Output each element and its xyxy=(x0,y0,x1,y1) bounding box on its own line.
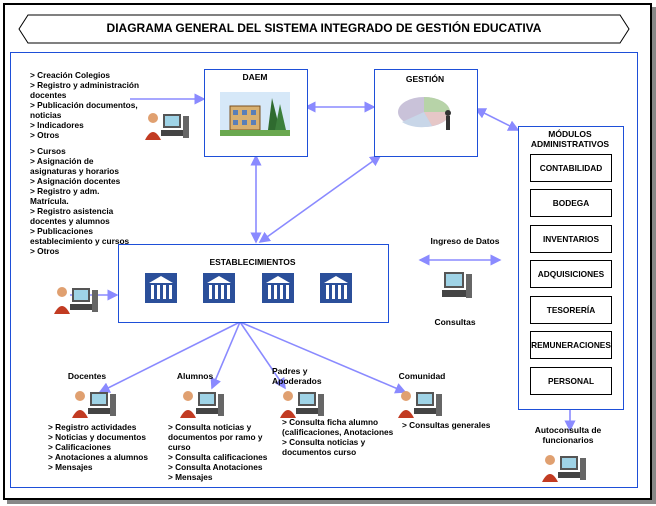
title-banner xyxy=(18,14,630,44)
school-icon xyxy=(145,273,177,303)
modulos-header: MÓDULOS ADMINISTRATIVOS xyxy=(530,129,610,149)
module-contabilidad: CONTABILIDAD xyxy=(530,154,612,182)
user-computer-icon xyxy=(542,455,586,482)
computer-icon xyxy=(442,272,472,298)
user-computer-icon xyxy=(280,391,324,418)
module-bodega: BODEGA xyxy=(530,189,612,217)
school-building-icon xyxy=(220,92,290,136)
user-computer-icon xyxy=(398,391,442,418)
gestion-label: GESTIÓN xyxy=(405,74,445,84)
user-computer-icon xyxy=(54,287,98,314)
ingreso-datos-label: Ingreso de Datos xyxy=(430,236,500,246)
user-computer-icon xyxy=(145,113,189,140)
school-icon xyxy=(203,273,235,303)
padres-label: Padres y Apoderados xyxy=(272,366,322,386)
comunidad-label: Comunidad xyxy=(398,371,446,381)
comunidad-list: > Consultas generales xyxy=(402,420,491,430)
school-icon xyxy=(320,273,352,303)
module-adquisiciones: ADQUISICIONES xyxy=(530,260,612,288)
user-computer-icon xyxy=(180,391,224,418)
establecimientos-functions-list: > Cursos> Asignación de asignaturas y ho… xyxy=(30,146,130,256)
consultas-label: Consultas xyxy=(434,317,476,327)
padres-list: > Consulta ficha alumno (calificaciones,… xyxy=(282,417,394,457)
daem-functions-list: > Creación Colegios> Registro y administ… xyxy=(30,70,140,140)
school-icon xyxy=(262,273,294,303)
system-boundary xyxy=(10,52,638,488)
autoconsulta-label: Autoconsulta de funcionarios xyxy=(534,425,602,445)
user-computer-icon xyxy=(72,391,116,418)
module-remuneraciones: REMUNERACIONES xyxy=(530,331,612,359)
module-inventarios: INVENTARIOS xyxy=(530,225,612,253)
pie-chart-presentation-icon xyxy=(398,97,451,130)
establecimientos-label: ESTABLECIMIENTOS xyxy=(209,257,296,267)
alumnos-label: Alumnos xyxy=(176,371,214,381)
docentes-label: Docentes xyxy=(67,371,107,381)
docentes-list: > Registro actividades> Noticias y docum… xyxy=(48,422,148,472)
diagram-title: DIAGRAMA GENERAL DEL SISTEMA INTEGRADO D… xyxy=(106,21,542,35)
module-personal: PERSONAL xyxy=(530,367,612,395)
module-tesoreria: TESORERÍA xyxy=(530,296,612,324)
alumnos-list: > Consulta noticias y documentos por ram… xyxy=(168,422,268,482)
daem-label: DAEM xyxy=(242,72,268,82)
